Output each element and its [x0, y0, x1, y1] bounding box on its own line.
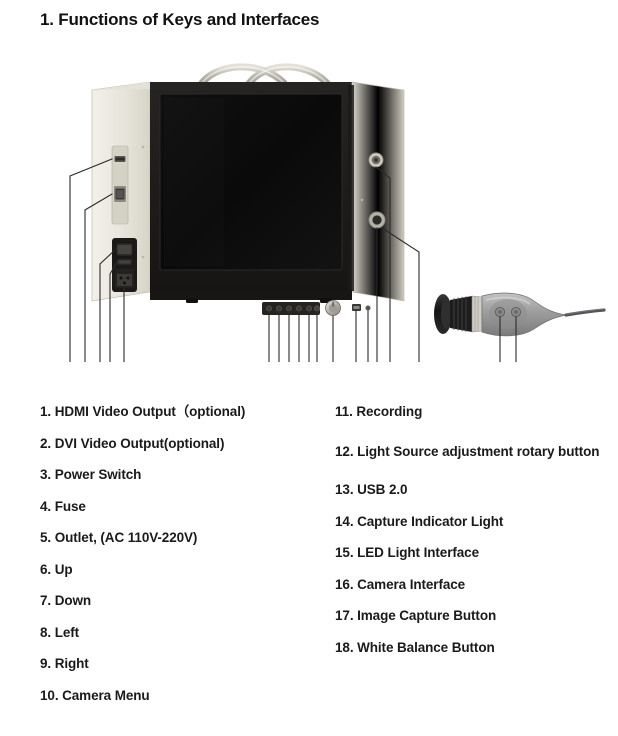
legend-item-11: 11. Recording — [335, 404, 423, 419]
key-recording — [314, 305, 320, 312]
legend-item-6: 6. Up — [40, 561, 73, 577]
key-camera-menu — [306, 305, 312, 312]
legend-item-12: 12. Light Source adjustment rotary butto… — [335, 443, 600, 459]
key-left — [286, 305, 292, 312]
leader-line-16 — [381, 227, 420, 362]
page-title: 1. Functions of Keys and Interfaces — [40, 10, 320, 29]
camera-cable — [564, 308, 606, 317]
led-light-interface-connector — [368, 152, 384, 168]
legend-column-right: 11. Recording 12. Light Source adjustmen… — [335, 404, 615, 671]
legend-item-10: 10. Camera Menu — [40, 687, 150, 703]
legend-column-left: 1. HDMI Video Output（optional) 2. DVI Vi… — [40, 404, 330, 719]
key-right — [296, 305, 302, 312]
camera-interface-connector — [368, 211, 386, 229]
leader-lines-center — [268, 166, 391, 362]
legend-item-3: 3. Power Switch — [40, 467, 142, 482]
legend-item-17: 17. Image Capture Button — [335, 608, 497, 623]
legend-item-13: 13. USB 2.0 — [335, 482, 408, 497]
endoscopic-camera-head — [434, 292, 606, 337]
legend-item-14: 14. Capture Indicator Light — [335, 513, 504, 529]
legend-item-16: 16. Camera Interface — [335, 576, 466, 592]
legend-item-4: 4. Fuse — [40, 498, 86, 514]
legend-item-7: 7. Down — [40, 593, 92, 608]
legend: 1. HDMI Video Output（optional) 2. DVI Vi… — [0, 404, 618, 734]
capture-indicator-light — [365, 305, 371, 311]
legend-item-2: 2. DVI Video Output(optional) — [40, 435, 225, 451]
key-down — [276, 305, 282, 312]
device-diagram: 1 2 3 4 5 6 7 8 9 10 11 12 13 14 15 16 1… — [0, 52, 618, 362]
monitor-foot — [186, 298, 198, 303]
legend-item-5: 5. Outlet, (AC 110V-220V) — [40, 530, 198, 545]
key-up — [266, 305, 272, 312]
medical-monitor-unit — [91, 81, 405, 316]
legend-item-15: 15. LED Light Interface — [335, 545, 479, 560]
legend-item-8: 8. Left — [40, 624, 80, 640]
left-port-recess — [111, 145, 129, 225]
leader-lines-left — [69, 158, 125, 362]
legend-item-1: 1. HDMI Video Output（optional) — [40, 404, 246, 419]
legend-item-18: 18. White Balance Button — [335, 639, 495, 655]
legend-item-9: 9. Right — [40, 656, 89, 671]
leader-lines-camera — [499, 316, 517, 362]
